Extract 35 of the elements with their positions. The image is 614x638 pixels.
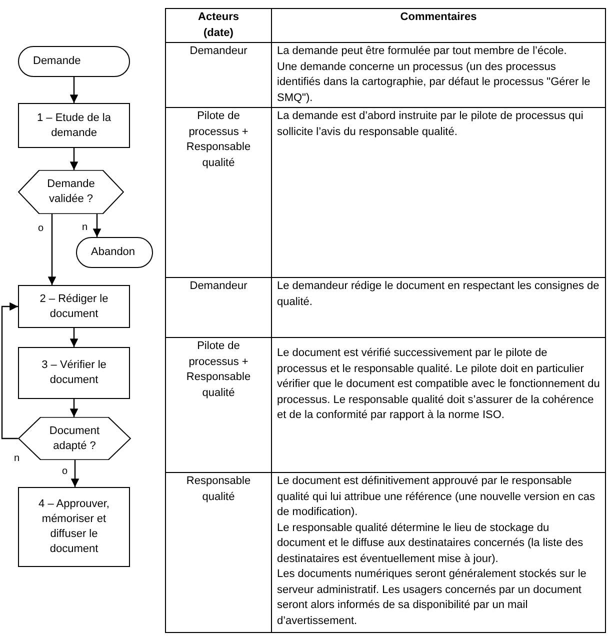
comment-text: Le demandeur rédige le document en respectant les consignes de qualité. <box>277 279 600 310</box>
comment-text: La demande est d’abord instruite par le pilote de processus qui sollicite l’avis du responsable qualité. <box>277 109 584 140</box>
arrow <box>1 302 18 440</box>
actor-name: Demandeur <box>188 279 248 294</box>
start-terminal: Demande <box>18 46 130 77</box>
decision-hexagon: Document adapté ? <box>18 417 131 460</box>
arrow <box>48 214 56 285</box>
column-header: Acteurs (date) <box>197 10 240 40</box>
comment-text: Les documents numériques seront généralement stockés sur le serveur administratif. Les usagers concernés par un document seront alors informés de sa disponibilité par un mail d’avertissement. <box>277 567 588 628</box>
edge-label: n <box>82 222 88 233</box>
process-box: 3 – Vérifier le document <box>18 347 130 399</box>
arrow <box>70 399 78 417</box>
edge-label: o <box>38 223 44 234</box>
comment-text: Le document est définitivement approuvé par le responsable qualité qui lui attribue une référence (une nouvelle version en cas de modification). <box>277 474 596 520</box>
end-terminal: Abandon <box>76 237 153 268</box>
arrow <box>70 328 78 347</box>
column-header: Commentaires <box>399 10 478 25</box>
comment-text: Le responsable qualité détermine le lieu de stockage du document et le diffuse aux destinataires concernés (la liste des destinataires est éventuellement mise à jour). <box>277 520 584 566</box>
comment-text: La demande peut être formulée par tout membre de l’école. <box>277 44 568 59</box>
actor-name: Responsable qualité <box>185 474 252 504</box>
actor-name: Demandeur <box>188 44 248 59</box>
arrow <box>92 214 102 237</box>
actor-name: Pilote de processus + Responsable qualité <box>185 109 252 170</box>
arrow <box>70 460 80 487</box>
actor-name: Pilote de processus + Responsable qualité <box>185 339 252 400</box>
comment-text: Une demande concerne un processus (un des processus identifiés dans la cartographie, par défaut le processus "Gérer le SMQ"). <box>277 60 592 106</box>
decision-hexagon: Demande validée ? <box>18 170 124 214</box>
comment-text: Le document est vérifié successivement par le pilote de processus et le responsable qualité. Le pilote doit en particulier vérifier que le document est compatible avec le fonctionnement du processus. Le responsable qualité doit s’assurer de la cohérence et de la conformité par rapport à la norme ISO. <box>277 346 600 423</box>
edge-label: n <box>14 453 20 464</box>
process-box: 4 – Approuver, mémoriser et diffuser le document <box>18 487 130 567</box>
arrow <box>70 77 78 103</box>
arrow <box>70 148 78 170</box>
process-box: 2 – Rédiger le document <box>18 285 130 328</box>
process-box: 1 – Etude de la demande <box>18 103 130 148</box>
edge-label: o <box>62 466 68 477</box>
